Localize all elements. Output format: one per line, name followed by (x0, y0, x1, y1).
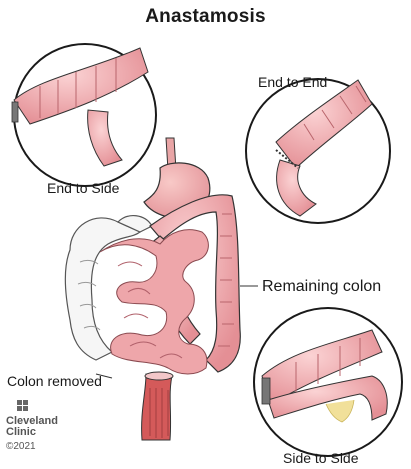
remaining-colon-label: Remaining colon (262, 278, 381, 296)
end-to-side-inset (12, 44, 156, 186)
small-intestine (100, 230, 208, 374)
end-to-side-label: End to Side (47, 180, 119, 196)
colon-removed-label: Colon removed (7, 373, 102, 389)
side-to-side-inset (254, 308, 402, 456)
end-to-end-label: End to End (258, 74, 327, 90)
brand-block: Cleveland Clinic ©2021 (6, 402, 66, 452)
side-to-side-label: Side to Side (283, 450, 359, 466)
copyright-text: ©2021 (6, 441, 66, 452)
rectum (142, 372, 173, 440)
brand-name-line2: Clinic (6, 427, 66, 438)
end-to-end-inset (246, 79, 390, 223)
